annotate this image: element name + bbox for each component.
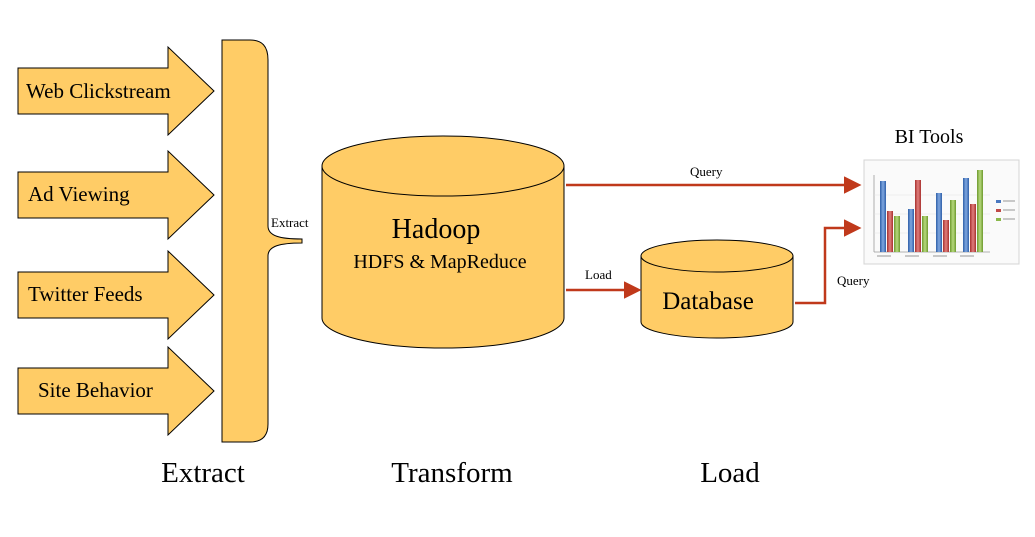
database-label: Database (662, 288, 754, 315)
source-arrow-web-clickstream: Web Clickstream (17, 45, 215, 137)
source-label: Twitter Feeds (28, 282, 143, 306)
stage-label-extract: Extract (161, 457, 245, 489)
bi-tools-label: BI Tools (895, 126, 964, 148)
source-arrow-ad-viewing: Ad Viewing (17, 149, 215, 241)
hadoop-title: Hadoop (392, 214, 481, 245)
source-label: Web Clickstream (26, 79, 171, 103)
brace-label: Extract (271, 215, 309, 230)
database-cylinder: Database (640, 239, 794, 339)
source-arrow-twitter-feeds: Twitter Feeds (17, 249, 215, 341)
hadoop-cylinder: Hadoop HDFS & MapReduce (321, 135, 565, 349)
source-label: Ad Viewing (28, 182, 130, 206)
query-arrow-top: Query (566, 164, 862, 194)
query-label-right: Query (837, 273, 870, 288)
bi-chart-image (863, 159, 1020, 265)
extract-brace: Extract (221, 39, 309, 443)
query-label-top: Query (690, 164, 723, 179)
load-label: Load (585, 267, 612, 282)
hadoop-subtitle: HDFS & MapReduce (353, 251, 526, 273)
source-arrow-site-behavior: Site Behavior (17, 345, 215, 437)
load-arrow: Load (566, 267, 642, 299)
query-arrow-right: Query (795, 219, 870, 305)
source-label: Site Behavior (38, 378, 153, 402)
bi-tools: BI Tools (863, 126, 1020, 265)
stage-label-load: Load (700, 457, 760, 489)
stage-label-transform: Transform (391, 457, 513, 489)
